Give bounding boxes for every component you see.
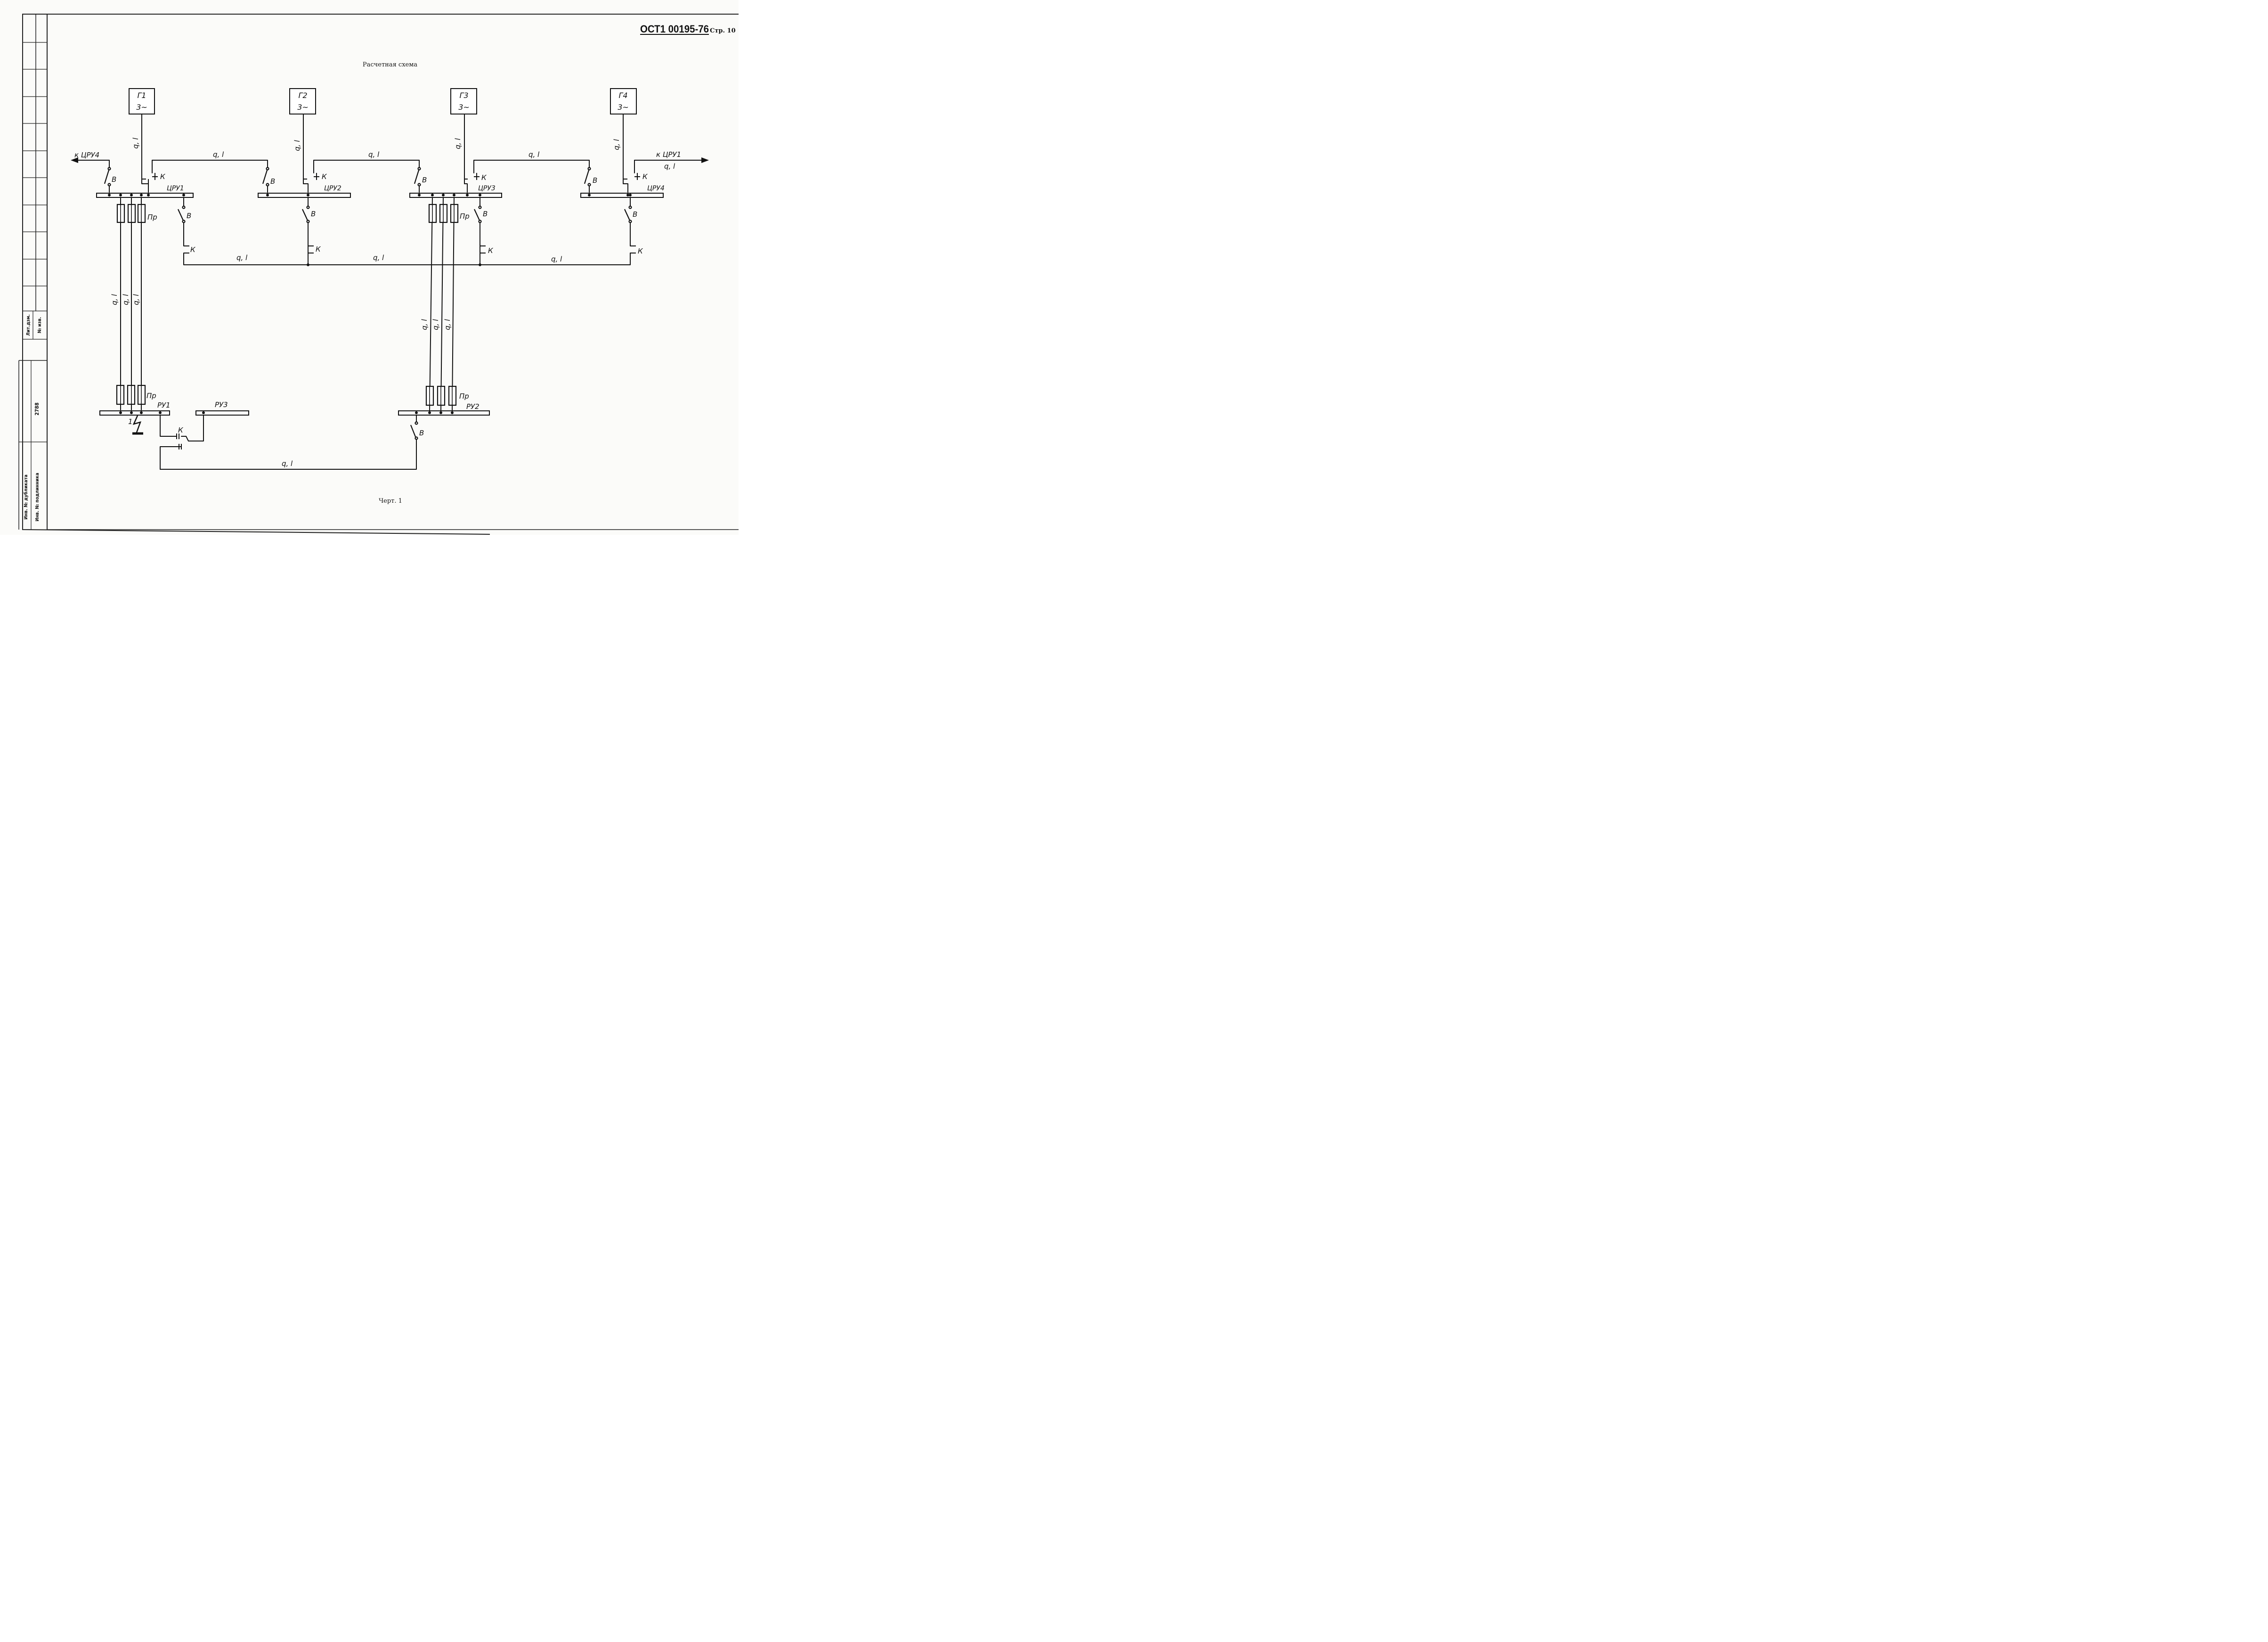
bus-ru1-label: РУ1 — [157, 401, 171, 409]
generator-g4: Г4 3~ — [610, 88, 637, 114]
line-label: q, l — [443, 319, 452, 330]
generator-g4-phase: 3~ — [618, 103, 629, 112]
fuse-elements — [120, 204, 455, 405]
line-label: q, l — [132, 294, 140, 305]
generator-g4-name: Г4 — [618, 91, 627, 100]
line-label: q, l — [122, 294, 130, 305]
line-label: q, l — [282, 459, 293, 468]
contactor-labels: К К К К К К К К К — [160, 172, 648, 434]
breaker-label: В — [270, 177, 275, 186]
fuse-label: Пр — [460, 212, 470, 221]
generator-g2-name: Г2 — [298, 91, 307, 100]
bus-ru2 — [398, 410, 490, 416]
diagram-title: Расчетная схема — [363, 61, 417, 68]
bus-cru4 — [580, 193, 664, 198]
breaker-label: В — [112, 175, 116, 184]
generator-g3-phase: 3~ — [458, 103, 470, 112]
line-label: q, l — [213, 150, 224, 159]
contactor-label: К — [190, 245, 196, 254]
standard-number: ОСТ1 00195-76 — [640, 23, 709, 35]
bus-cru3 — [409, 193, 502, 198]
generator-g2: Г2 3~ — [289, 88, 316, 114]
contactor-label: К — [316, 245, 321, 253]
line-label: q, l — [373, 253, 384, 262]
generator-g3: Г3 3~ — [450, 88, 477, 114]
breaker-label: В — [422, 176, 427, 184]
breaker-labels: В В В В В В В В В — [112, 175, 637, 437]
line-label: q, l — [368, 150, 380, 159]
bus-ru3-label: РУ3 — [215, 400, 228, 409]
bus-cru2 — [258, 193, 351, 198]
bus-ru1 — [99, 410, 170, 416]
external-right-line: q, l — [664, 162, 675, 171]
line-label: q, l — [420, 319, 429, 330]
generator-g1: Г1 3~ — [129, 88, 155, 114]
contactor-label: К — [642, 172, 648, 181]
line-label: q, l — [528, 150, 540, 159]
generator-g1-phase: 3~ — [136, 103, 147, 112]
line-parameter-labels: q, l q, l q, l q, l q, l q, l q, l q, l … — [110, 138, 621, 468]
line-label: q, l — [236, 253, 248, 262]
circuit-diagram: Лит.дзм. № изв. 2788 Инв. № дубликата Ин… — [18, 14, 739, 535]
stamp-inv-number: 2788 — [34, 402, 40, 416]
stamp-no-izv: № изв. — [37, 317, 42, 334]
line-label: q, l — [551, 255, 562, 263]
stamp-lit-izm: Лит.дзм. — [26, 314, 31, 336]
stamp-inv-original: Инв. № подлинника — [35, 473, 40, 521]
fuse-label: Пр — [147, 213, 157, 221]
bus-ru3 — [195, 410, 249, 416]
breaker-label: В — [311, 210, 316, 218]
drawing-sheet: Лит.дзм. № изв. 2788 Инв. № дубликата Ин… — [0, 0, 739, 535]
breaker-blades — [104, 167, 632, 440]
line-label: q, l — [431, 319, 440, 330]
external-left-label: к ЦРУ4 — [74, 151, 99, 159]
generator-g3-name: Г3 — [459, 91, 468, 100]
fuses — [116, 204, 459, 406]
bus-bars — [96, 193, 664, 416]
contactor-label: К — [488, 246, 494, 255]
breaker-label: В — [187, 212, 191, 220]
bus-cru4-label: ЦРУ4 — [647, 185, 665, 192]
bus-cru1-label: ЦРУ1 — [167, 185, 184, 192]
line-label: q, l — [110, 294, 119, 305]
fuse-label: Пр — [146, 392, 156, 400]
generator-g1-name: Г1 — [137, 91, 146, 100]
generator-g2-phase: 3~ — [297, 103, 309, 112]
contactor-label: К — [481, 173, 487, 182]
external-arrows — [71, 157, 709, 163]
line-label: q, l — [612, 139, 621, 150]
breaker-label: В — [483, 210, 488, 218]
line-label: q, l — [454, 138, 462, 149]
external-right-label: к ЦРУ1 — [656, 150, 681, 159]
line-label: q, l — [131, 138, 140, 149]
contactor-label: К — [638, 247, 643, 255]
contactor-marks — [142, 173, 640, 449]
sheet-frame — [18, 14, 739, 535]
junction-dots — [108, 194, 632, 414]
contactor-label: К — [160, 172, 166, 181]
bus-cru1 — [96, 193, 194, 198]
contactor-label: К — [322, 172, 327, 181]
bus-ru2-label: РУ2 — [466, 402, 480, 411]
stamp-inv-duplicate: Инв. № дубликата — [23, 474, 29, 520]
breaker-label: В — [593, 176, 597, 185]
fault-number: 1 — [128, 417, 133, 426]
circuit-wiring — [73, 114, 707, 470]
fuse-label: Пр — [459, 392, 469, 400]
bus-cru2-label: ЦРУ2 — [324, 185, 341, 192]
fault-symbol — [132, 415, 143, 435]
page-label: Стр. 10 — [710, 27, 736, 34]
fuse-labels: Пр Пр Пр Пр — [146, 212, 470, 400]
bus-cru3-label: ЦРУ3 — [478, 185, 496, 192]
drawing-caption: Черт. 1 — [379, 498, 402, 505]
line-label: q, l — [293, 140, 301, 151]
breaker-label: В — [419, 429, 424, 437]
breaker-label: В — [633, 210, 637, 219]
contactor-label: К — [178, 426, 184, 434]
